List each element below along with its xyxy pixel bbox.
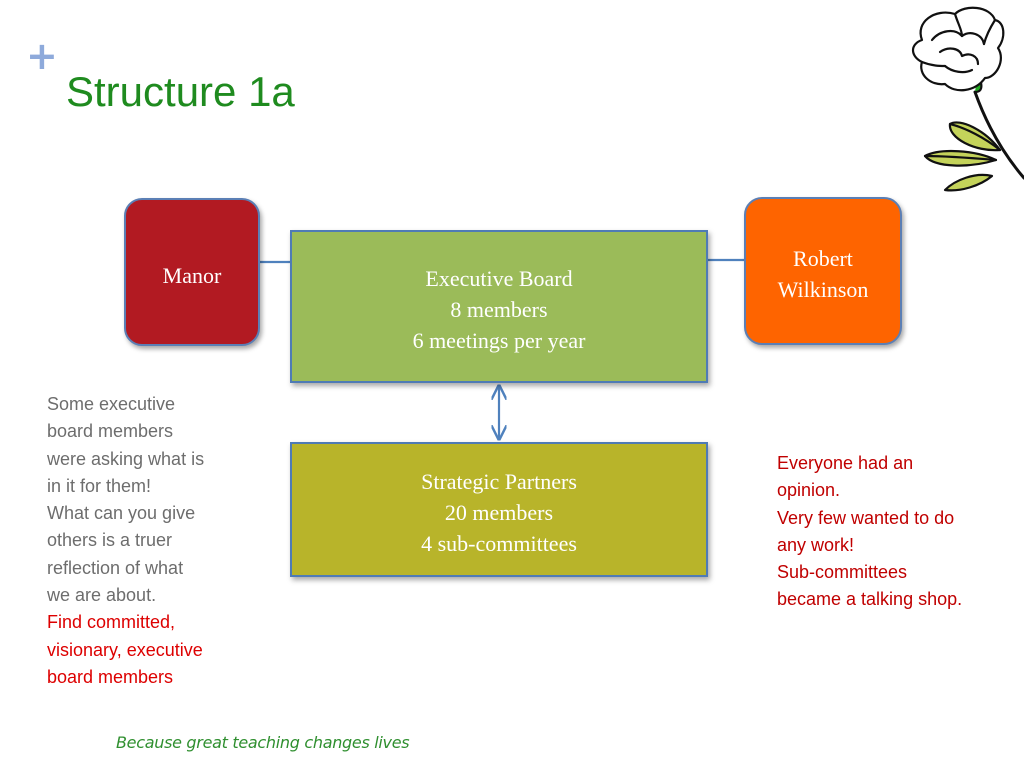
left-note: Some executive board members were asking… <box>47 391 247 691</box>
robert-label-line: Robert <box>793 246 853 271</box>
slide-title: Structure 1a <box>66 68 295 115</box>
left-note-emphasis-line: Find committed, <box>47 612 176 633</box>
right-note-line: Very few wanted to do <box>777 507 955 528</box>
strategic-partners-box: Strategic Partners 20 members 4 sub-comm… <box>290 442 708 577</box>
executive-board-title: Executive Board <box>425 266 573 291</box>
strategic-partners-committees: 4 sub-committees <box>421 531 577 556</box>
right-note-line: any work! <box>777 534 855 555</box>
executive-board-members: 8 members <box>450 297 548 322</box>
robert-wilkinson-box: Robert Wilkinson <box>744 197 902 345</box>
robert-label-line: Wilkinson <box>777 277 869 302</box>
executive-board-meetings: 6 meetings per year <box>412 328 586 353</box>
left-note-line: we are about. <box>47 585 157 606</box>
left-note-emphasis-line: board members <box>47 666 174 687</box>
left-note-line: What can you give <box>47 503 196 524</box>
right-note-line: Everyone had an <box>777 453 914 473</box>
left-note-emphasis-line: visionary, executive <box>47 639 203 660</box>
strategic-partners-title: Strategic Partners <box>421 469 577 494</box>
manor-label: Manor <box>162 263 222 288</box>
left-note-line: in it for them! <box>47 475 152 496</box>
manor-box: Manor <box>124 198 260 346</box>
left-note-line: were asking what is <box>47 448 205 469</box>
right-note: Everyone had an opinion. Very few wanted… <box>777 450 1007 614</box>
right-note-line: Sub-committees <box>777 562 908 583</box>
executive-board-box: Executive Board 8 members 6 meetings per… <box>290 230 708 383</box>
right-note-line: opinion. <box>777 480 841 501</box>
left-note-line: Some executive <box>47 394 176 414</box>
left-note-line: reflection of what <box>47 557 184 578</box>
plus-mark: + <box>26 34 58 78</box>
right-note-line: became a talking shop. <box>777 589 963 610</box>
strategic-partners-members: 20 members <box>444 500 554 525</box>
left-note-line: others is a truer <box>47 530 173 551</box>
left-note-line: board members <box>47 421 174 442</box>
footer-tagline: Because great teaching changes lives <box>116 733 410 752</box>
